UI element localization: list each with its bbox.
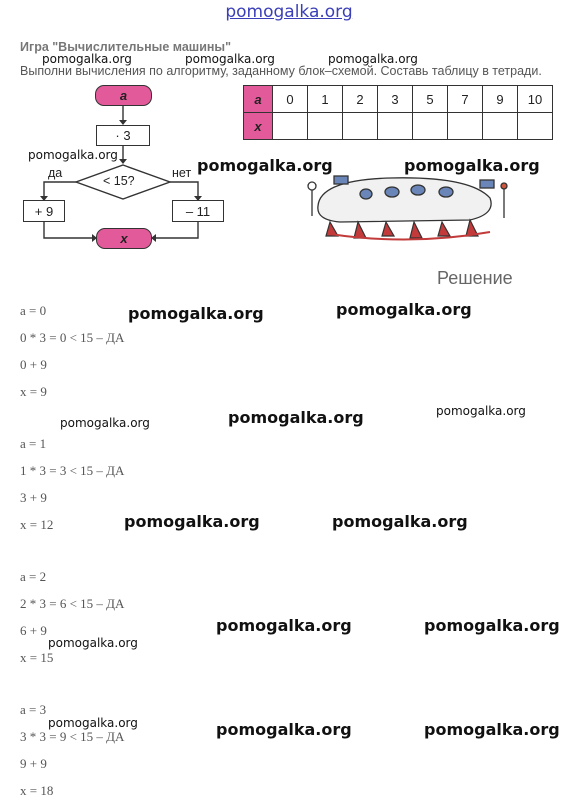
solution-line: x = 9: [20, 384, 47, 399]
solution-line: 3 + 9: [20, 490, 47, 505]
flowchart-multiply-block: · 3: [96, 125, 150, 146]
flowchart-start-block: a: [95, 85, 152, 106]
table-cell: 10: [517, 85, 553, 113]
flowchart-no-label: нет: [172, 166, 192, 180]
table-cell-empty: [377, 112, 413, 140]
table-cell-empty: [447, 112, 483, 140]
solution-line: a = 1: [20, 436, 47, 451]
solution-line: 1 * 3 = 3 < 15 – ДА: [20, 463, 125, 478]
table-cell-empty: [342, 112, 378, 140]
watermark: pomogalka.org: [124, 512, 260, 531]
watermark: pomogalka.org: [197, 156, 333, 175]
table-cell: 1: [307, 85, 343, 113]
solution-line: 3 * 3 = 9 < 15 – ДА: [20, 729, 125, 744]
watermark: pomogalka.org: [332, 512, 468, 531]
watermark: pomogalka.org: [48, 636, 138, 650]
solution-line: 0 * 3 = 0 < 15 – ДА: [20, 330, 125, 345]
flowchart-no-block: – 11: [172, 200, 224, 222]
watermark: pomogalka.org: [216, 616, 352, 635]
table-header-a: a: [243, 85, 273, 113]
table-cell-empty: [412, 112, 448, 140]
solution-line: 2 * 3 = 6 < 15 – ДА: [20, 596, 125, 611]
watermark: pomogalka.org: [28, 148, 118, 162]
watermark: pomogalka.org: [228, 408, 364, 427]
table-cell: 7: [447, 85, 483, 113]
table-cell: 2: [342, 85, 378, 113]
values-table: a 0 1 2 3 5 7 9 10 x: [243, 85, 553, 140]
solution-title: Решение: [437, 268, 513, 288]
exercise-instruction: Выполни вычисления по алгоритму, заданно…: [20, 64, 542, 78]
flowchart-yes-label: да: [48, 166, 63, 180]
watermark: pomogalka.org: [404, 156, 540, 175]
watermark: pomogalka.org: [42, 52, 132, 66]
solution-line: a = 2: [20, 569, 47, 584]
solution-line: x = 15: [20, 650, 54, 665]
exercise-title: Игра "Вычислительные машины": [20, 40, 232, 54]
flowchart-yes-block: + 9: [23, 200, 65, 222]
watermark: pomogalka.org: [328, 52, 418, 66]
table-row-x: x: [243, 112, 553, 140]
table-header-x: x: [243, 112, 273, 140]
table-cell-empty: [517, 112, 553, 140]
solution-line: a = 3: [20, 702, 47, 717]
watermark: pomogalka.org: [436, 404, 526, 418]
watermark: pomogalka.org: [336, 300, 472, 319]
table-cell: 9: [482, 85, 518, 113]
watermark: pomogalka.org: [185, 52, 275, 66]
flowchart-connectors: [40, 106, 202, 242]
computing-machine-illustration: [307, 175, 508, 241]
solution-line: x = 12: [20, 517, 54, 532]
watermark: pomogalka.org: [216, 720, 352, 739]
table-cell-empty: [482, 112, 518, 140]
watermark: pomogalka.org: [60, 416, 150, 430]
solution-line: x = 18: [20, 783, 54, 798]
solution-line: a = 0: [20, 303, 47, 318]
watermark: pomogalka.org: [48, 716, 138, 730]
table-cell: 0: [272, 85, 308, 113]
table-cell-empty: [272, 112, 308, 140]
table-cell: 3: [377, 85, 413, 113]
flowchart-end-block: x: [96, 228, 152, 249]
watermark: pomogalka.org: [424, 616, 560, 635]
watermark-top: pomogalka.org: [225, 2, 353, 22]
solution-line: 0 + 9: [20, 357, 47, 372]
watermark: pomogalka.org: [128, 304, 264, 323]
flowchart-condition-label: < 15?: [103, 174, 135, 188]
table-row-a: a 0 1 2 3 5 7 9 10: [243, 85, 553, 113]
solution-line: 6 + 9: [20, 623, 47, 638]
watermark: pomogalka.org: [424, 720, 560, 739]
table-cell: 5: [412, 85, 448, 113]
table-cell-empty: [307, 112, 343, 140]
solution-line: 9 + 9: [20, 756, 47, 771]
